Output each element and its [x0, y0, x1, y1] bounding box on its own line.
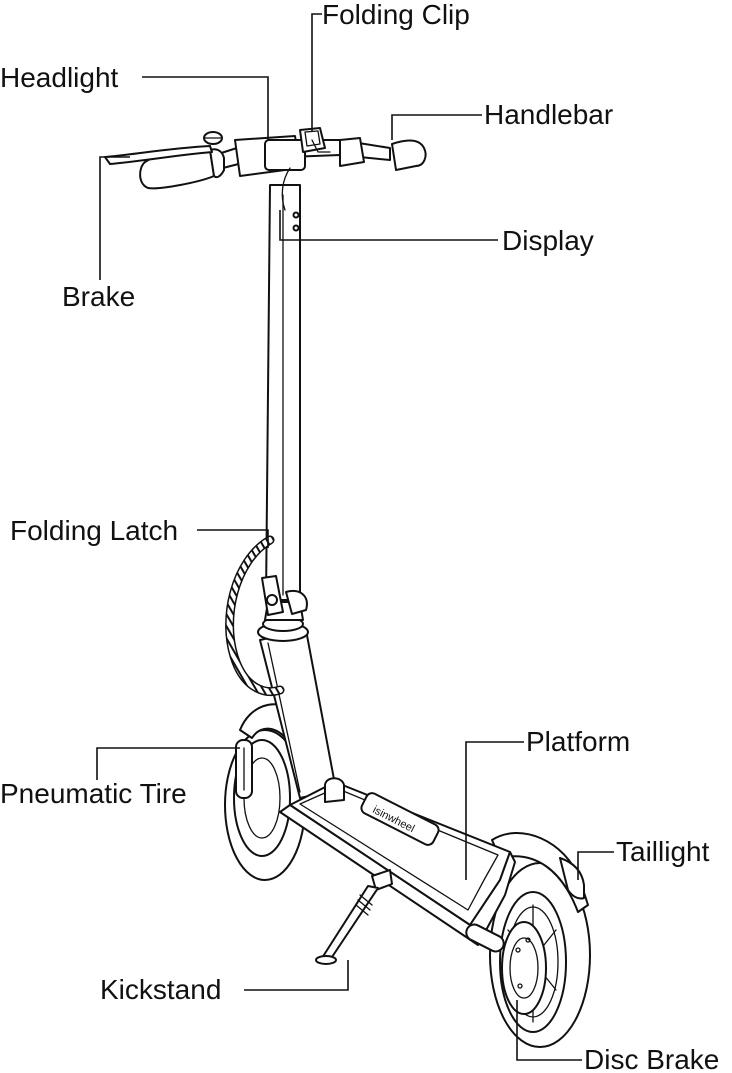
- deck: isinwheel: [279, 777, 516, 953]
- folding-latch: [261, 575, 308, 616]
- kickstand: [315, 869, 393, 965]
- right-grip: [391, 139, 427, 171]
- label-disc-brake: Disc Brake: [584, 1044, 719, 1073]
- label-handlebar: Handlebar: [484, 99, 613, 130]
- label-platform: Platform: [526, 726, 630, 757]
- label-headlight: Headlight: [0, 62, 119, 93]
- label-pneumatic-tire: Pneumatic Tire: [0, 778, 187, 809]
- disc-brake-rotor: [501, 921, 547, 1015]
- label-folding-latch: Folding Latch: [10, 515, 178, 546]
- leader-display: [279, 210, 498, 241]
- leader-kickstand: [244, 960, 349, 991]
- leader-headlight: [142, 76, 269, 140]
- handlebar-assembly: [104, 127, 427, 211]
- leader-platform: [465, 741, 524, 880]
- label-display: Display: [502, 225, 594, 256]
- scooter-illustration: isinwheel: [104, 127, 591, 1048]
- leader-pneumatic-tire: [96, 747, 240, 780]
- leader-taillight: [577, 851, 614, 880]
- label-taillight: Taillight: [616, 836, 710, 867]
- leader-lines: [96, 13, 614, 1061]
- leader-disc-brake: [516, 1000, 582, 1061]
- label-brake: Brake: [62, 281, 135, 312]
- stem: [257, 184, 337, 799]
- label-kickstand: Kickstand: [100, 974, 221, 1005]
- front-wheel: [224, 729, 306, 881]
- leader-folding-latch: [197, 529, 269, 548]
- leader-handlebar: [391, 114, 482, 140]
- label-folding-clip: Folding Clip: [322, 0, 470, 30]
- leader-brake: [99, 156, 130, 280]
- rear-fender: [491, 832, 589, 913]
- leader-folding-clip: [311, 13, 322, 132]
